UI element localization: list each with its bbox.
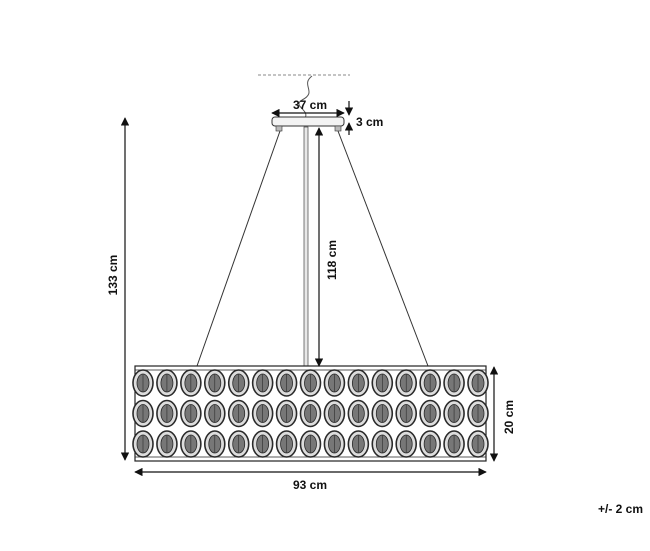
shade-oval (299, 369, 322, 397)
shade-oval (180, 369, 202, 397)
rod-length-label: 118 cm (325, 240, 339, 280)
shade-oval (443, 399, 465, 428)
drum-shade (132, 365, 489, 462)
shade-oval (419, 399, 441, 428)
shade-oval (227, 430, 250, 458)
shade-oval (132, 430, 154, 458)
shade-oval (347, 430, 370, 458)
shade-oval (419, 369, 441, 397)
shade-oval (443, 430, 465, 458)
shade-oval (395, 369, 418, 397)
central-rod (303, 126, 309, 368)
shade-oval (132, 369, 154, 397)
shade-oval (323, 399, 346, 428)
shade-oval (227, 399, 250, 428)
shade-oval (180, 399, 202, 428)
shade-oval (156, 399, 178, 428)
shade-oval (371, 430, 394, 458)
shade-oval (251, 399, 274, 428)
shade-oval (323, 430, 346, 458)
shade-oval (251, 430, 274, 458)
shade-oval (299, 430, 322, 458)
shade-height-label: 20 cm (502, 400, 516, 434)
left-suspension-cable (196, 130, 281, 367)
shade-oval (227, 369, 250, 397)
shade-oval (251, 369, 274, 397)
shade-oval-pattern (132, 369, 489, 458)
shade-oval (156, 430, 178, 458)
shade-oval (347, 369, 370, 397)
shade-oval (347, 399, 370, 428)
shade-oval (203, 430, 226, 458)
shade-oval (203, 399, 226, 428)
shade-oval (419, 430, 441, 458)
shade-oval (132, 399, 154, 428)
shade-oval (395, 399, 418, 428)
shade-oval (395, 430, 418, 458)
shade-oval (156, 369, 178, 397)
right-suspension-cable (337, 130, 429, 367)
shade-oval (275, 369, 298, 397)
shade-oval (323, 369, 346, 397)
shade-oval (275, 399, 298, 428)
shade-oval (467, 430, 489, 458)
tolerance-note: +/- 2 cm (598, 502, 643, 516)
total-height-label: 133 cm (106, 255, 120, 296)
shade-oval (203, 369, 226, 397)
shade-oval (180, 430, 202, 458)
canopy-width-label: 37 cm (293, 98, 327, 112)
shade-oval (275, 430, 298, 458)
shade-oval (467, 369, 489, 397)
shade-oval (467, 399, 489, 428)
shade-oval (371, 369, 394, 397)
canopy-height-label: 3 cm (356, 115, 383, 129)
shade-oval (371, 399, 394, 428)
shade-oval (299, 399, 322, 428)
shade-oval (443, 369, 465, 397)
shade-width-label: 93 cm (293, 478, 327, 492)
